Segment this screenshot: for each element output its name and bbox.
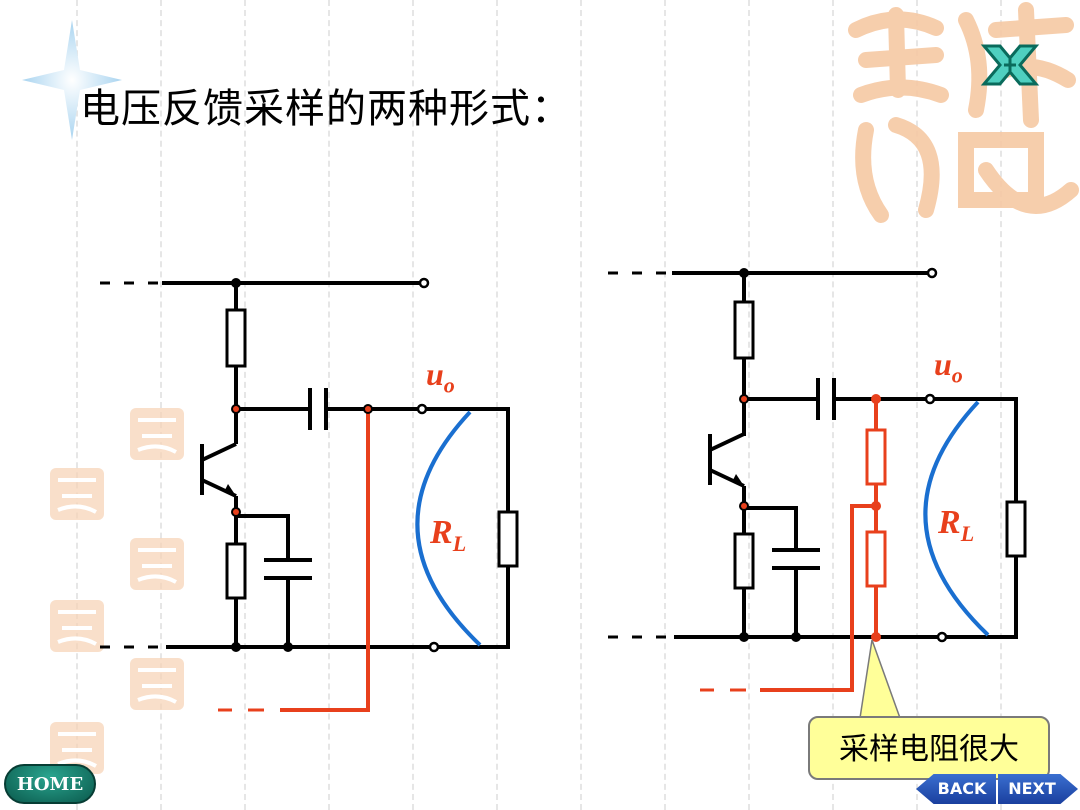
decorative-seal-icon [130, 538, 184, 590]
decorative-seal-icon [848, 2, 1079, 223]
home-button[interactable]: HOME [4, 764, 96, 804]
back-button[interactable]: BACK [916, 774, 996, 804]
right-output-label: uo [934, 346, 963, 388]
decorative-seal-icon [50, 600, 104, 652]
decorative-seal-icon [130, 408, 184, 460]
sampling-resistor-callout: 采样电阻很大 [808, 716, 1050, 780]
circuit-right [608, 271, 1027, 639]
decorative-seal-icon [50, 468, 104, 520]
slide-title: 电压反馈采样的两种形式： [80, 86, 572, 132]
star-sparkle-icon [22, 20, 122, 140]
left-load-label: RL [430, 514, 467, 556]
close-x-icon[interactable] [980, 40, 1040, 90]
next-button[interactable]: NEXT [998, 774, 1078, 804]
circuit-left [100, 281, 519, 649]
right-load-label: RL [938, 504, 975, 546]
left-output-label: uo [426, 356, 455, 398]
decorative-seal-icon [130, 658, 184, 710]
decorative-seal-icon [50, 722, 104, 774]
